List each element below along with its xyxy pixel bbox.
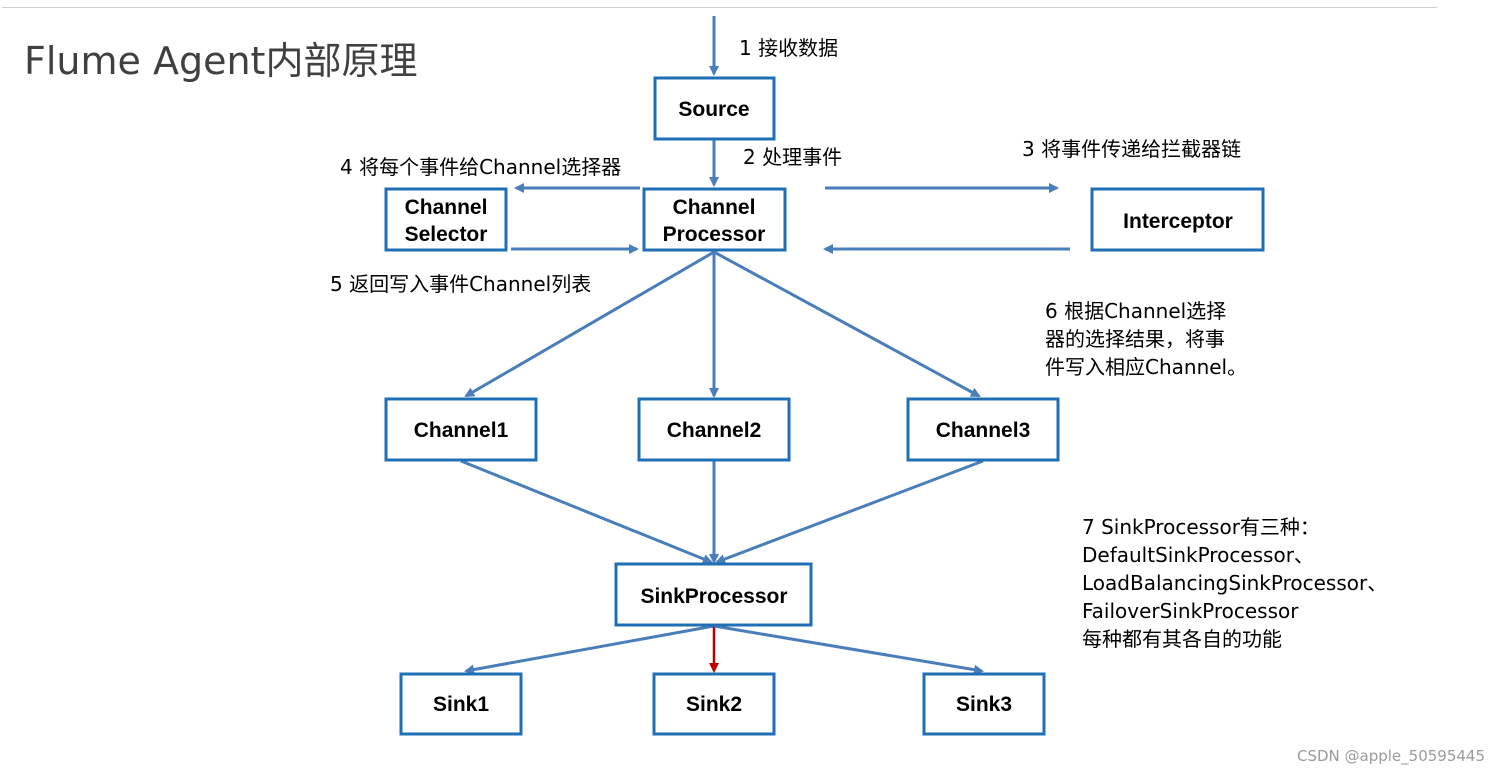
annotation-step6-line3: 件写入相应Channel。 — [1045, 355, 1247, 379]
arrow-channel1-to-sinkprocessor — [460, 459, 713, 564]
node-channel-processor-label-line2: Processor — [663, 223, 766, 246]
arrow-sinkprocessor-to-sink3 — [713, 624, 984, 675]
node-sink1-label: Sink1 — [433, 693, 489, 716]
node-channel-processor: Channel Processor — [642, 187, 787, 252]
annotation-step2: 2 处理事件 — [743, 145, 842, 169]
node-channel1-label: Channel1 — [414, 419, 509, 442]
annotation-step4: 4 将每个事件给Channel选择器 — [340, 155, 621, 179]
arrow-sinkprocessor-to-sink1 — [464, 624, 715, 675]
node-sink-processor: SinkProcessor — [614, 562, 813, 627]
node-sink2: Sink2 — [652, 672, 776, 736]
annotation-step1: 1 接收数据 — [739, 36, 838, 60]
node-channel3-label: Channel3 — [936, 419, 1031, 442]
arrow-processor-to-channel3 — [713, 250, 981, 398]
annotation-step5: 5 返回写入事件Channel列表 — [330, 272, 591, 296]
node-sink-processor-label: SinkProcessor — [640, 585, 787, 608]
annotation-step3: 3 将事件传递给拦截器链 — [1022, 137, 1241, 161]
annotation-step6-line1: 6 根据Channel选择 — [1045, 299, 1226, 323]
arrow-channel3-to-sinkprocessor — [715, 459, 984, 564]
arrow-processor-to-channel1 — [464, 250, 715, 398]
page-title: Flume Agent内部原理 — [24, 39, 418, 83]
node-source: Source — [653, 76, 776, 141]
node-channel1: Channel1 — [384, 397, 538, 462]
annotation-step7-line2: DefaultSinkProcessor、 — [1082, 543, 1314, 567]
node-source-label: Source — [678, 98, 749, 121]
top-divider — [2, 7, 1437, 8]
annotation-step7-line5: 每种都有其各自的功能 — [1082, 627, 1282, 651]
annotation-step7-line1: 7 SinkProcessor有三种： — [1082, 515, 1320, 539]
annotation-step6-line2: 器的选择结果，将事 — [1045, 327, 1225, 351]
node-sink2-label: Sink2 — [686, 693, 742, 716]
node-sink1: Sink1 — [399, 672, 523, 736]
node-sink3: Sink3 — [922, 672, 1046, 736]
node-channel-selector: Channel Selector — [384, 187, 508, 252]
annotation-step7-line4: FailoverSinkProcessor — [1082, 599, 1299, 623]
node-sink3-label: Sink3 — [956, 693, 1012, 716]
node-channel3: Channel3 — [906, 397, 1060, 462]
node-channel2: Channel2 — [637, 397, 791, 462]
node-channel-selector-label-line2: Selector — [405, 223, 488, 246]
node-channel2-label: Channel2 — [667, 419, 762, 442]
node-channel-selector-label-line1: Channel — [405, 196, 488, 219]
watermark: CSDN @apple_50595445 — [1296, 747, 1485, 765]
node-channel-processor-label-line1: Channel — [673, 196, 756, 219]
annotation-step7-line3: LoadBalancingSinkProcessor、 — [1082, 571, 1387, 595]
node-interceptor-label: Interceptor — [1123, 210, 1233, 233]
node-interceptor: Interceptor — [1090, 187, 1265, 252]
